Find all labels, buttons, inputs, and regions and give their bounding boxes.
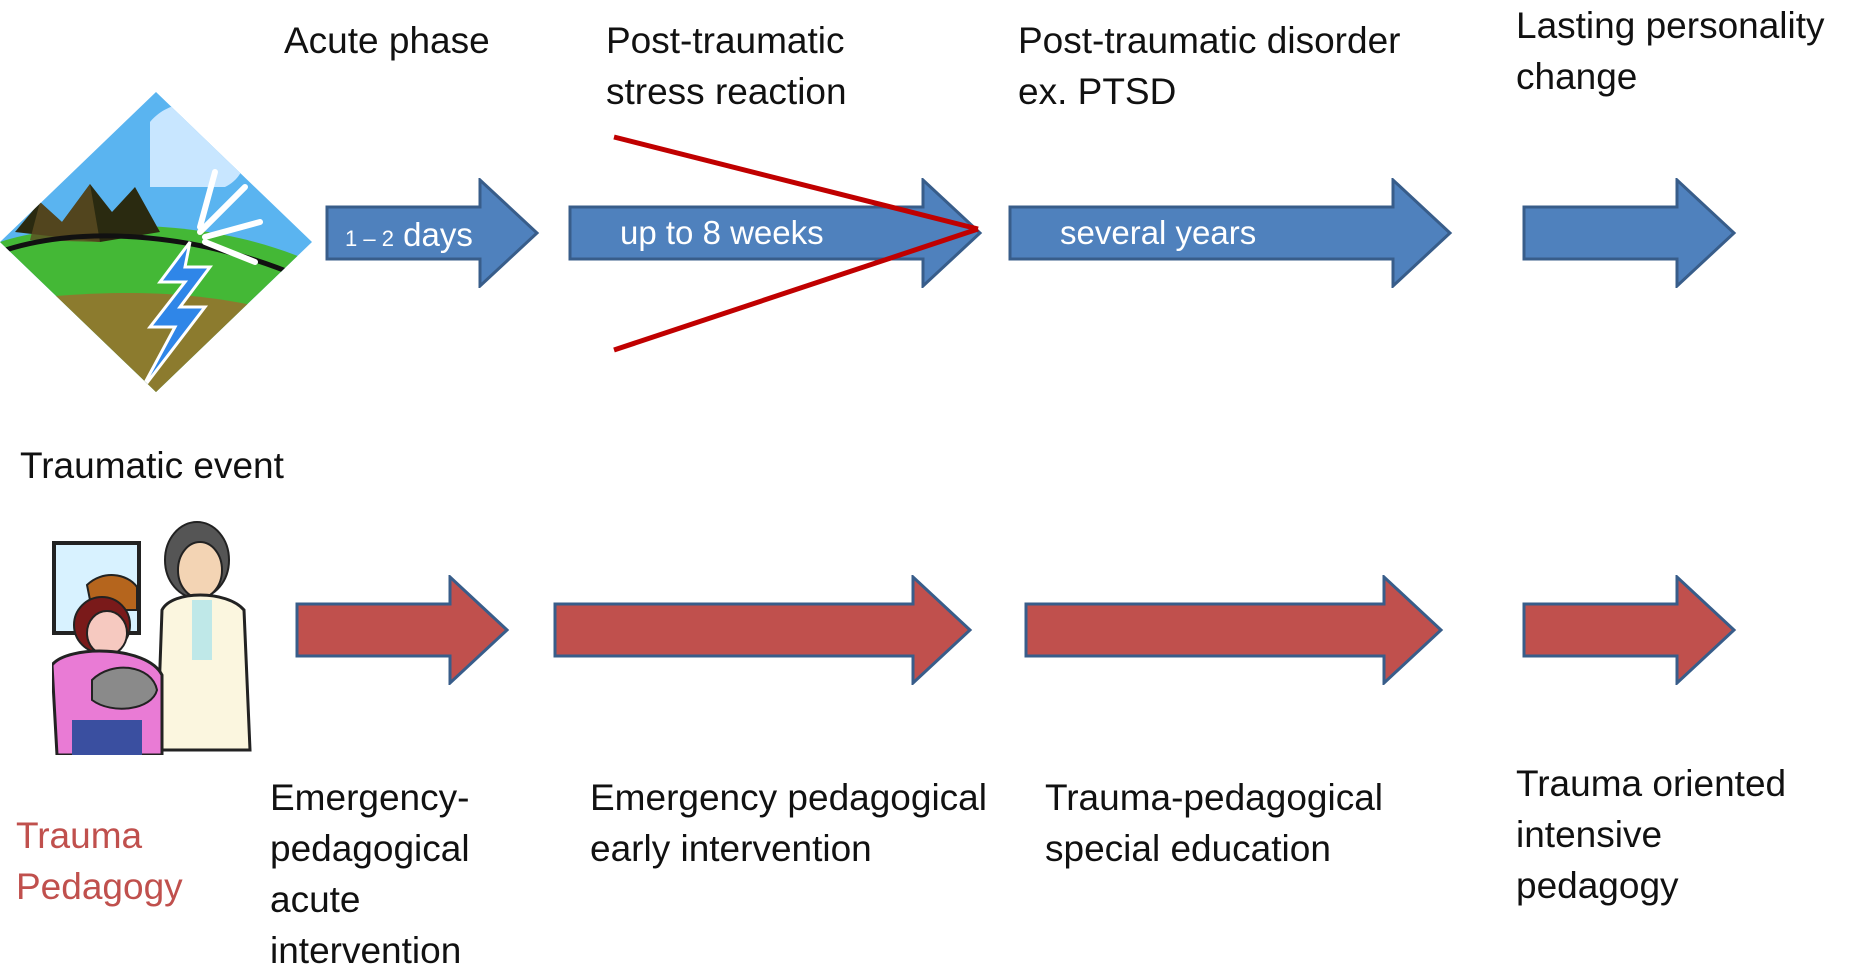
label-lasting-change: Lasting personality change bbox=[1516, 5, 1825, 97]
arrow-lasting-change bbox=[1522, 178, 1737, 288]
label-intensive-pedagogy: Trauma oriented intensive pedagogy bbox=[1516, 763, 1787, 906]
days-unit: days bbox=[403, 216, 473, 253]
days-range: 1 – 2 bbox=[345, 226, 394, 251]
storm-lightning-icon bbox=[0, 92, 312, 392]
arrow-early-intervention bbox=[553, 575, 973, 685]
arrow-label-years: several years bbox=[1060, 214, 1257, 251]
trauma-pedagogy-title: Trauma Pedagogy bbox=[16, 815, 183, 907]
arrow-acute-intervention bbox=[295, 575, 510, 685]
label-acute-phase: Acute phase bbox=[284, 20, 490, 61]
label-traumatic-event: Traumatic event bbox=[20, 445, 284, 486]
label-post-traumatic-disorder: Post-traumatic disorder ex. PTSD bbox=[1018, 20, 1401, 112]
arrow-label-days: 1 – 2 days bbox=[345, 216, 473, 254]
vet-child-pet-icon bbox=[50, 515, 252, 757]
arrow-intensive-pedagogy bbox=[1522, 575, 1737, 685]
label-special-education: Trauma-pedagogical special education bbox=[1045, 777, 1383, 869]
arrow-disorder bbox=[1008, 178, 1453, 288]
label-acute-intervention: Emergency- pedagogical acute interventio… bbox=[270, 777, 470, 971]
label-early-intervention: Emergency pedagogical early intervention bbox=[590, 777, 987, 869]
arrow-acute-phase bbox=[325, 178, 540, 288]
arrow-stress-reaction bbox=[568, 178, 983, 288]
arrow-special-education bbox=[1024, 575, 1444, 685]
arrow-label-weeks: up to 8 weeks bbox=[620, 214, 824, 251]
label-post-traumatic-stress: Post-traumatic stress reaction bbox=[606, 20, 847, 112]
